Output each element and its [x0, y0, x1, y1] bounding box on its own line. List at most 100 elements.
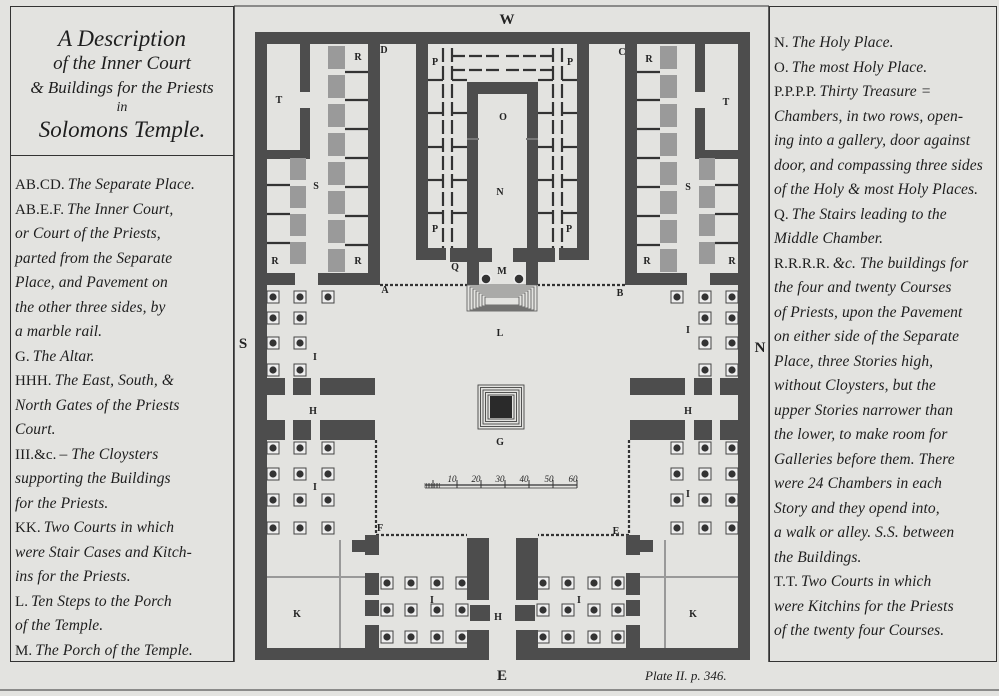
legend-text: a marble rail.: [15, 323, 103, 340]
pillar: [614, 579, 622, 587]
legend-text: the four and twenty Courses: [774, 279, 952, 296]
scale-tick-label: 50: [545, 474, 555, 484]
label-i: I: [686, 325, 690, 336]
legend-text: were Stair Cases and Kitch-: [15, 543, 192, 561]
pillar: [296, 496, 304, 504]
pillar: [407, 579, 415, 587]
pillar: [539, 606, 547, 614]
legend-text: were 24 Chambers in each: [774, 475, 942, 492]
pillar: [324, 470, 332, 478]
wall: [365, 573, 379, 595]
wall: [368, 32, 380, 285]
legend-line: AB.CD.The Separate Place.: [15, 173, 231, 198]
compass-west: W: [500, 12, 515, 28]
label-i: I: [686, 489, 690, 500]
pillar: [539, 633, 547, 641]
legend-line: Court.: [15, 418, 231, 443]
pillar: [269, 444, 277, 452]
legend-line: the Buildings.: [774, 546, 994, 571]
pillar: [564, 579, 572, 587]
stair-block: [328, 220, 345, 243]
label-i: I: [313, 482, 317, 493]
stair-block: [328, 75, 345, 98]
compass-north: N: [755, 340, 766, 356]
legend-text: Place, three Stories high,: [774, 352, 934, 370]
legend-line: O.The most Holy Place.: [774, 56, 994, 81]
plate-number: Plate II. p. 346.: [645, 668, 727, 683]
stair-block: [328, 104, 345, 127]
wall: [626, 540, 653, 552]
legend-line: parted from the Separate: [15, 247, 231, 272]
legend-line: on either side of the Separate: [774, 325, 994, 350]
pillar: [564, 606, 572, 614]
legend-text: – The Cloysters: [59, 445, 159, 463]
stair-block: [660, 46, 677, 69]
stair-block: [660, 133, 677, 156]
wall: [365, 600, 379, 616]
legend-text: Galleries before them. There: [774, 450, 955, 468]
legend-line: upper Stories narrower than: [774, 399, 994, 424]
legend-text: The Stairs leading to the: [791, 205, 947, 223]
wall: [502, 82, 538, 94]
legend-text: of Priests, upon the Pavement: [774, 303, 963, 321]
legend-line: Chambers, in two rows, open-: [774, 105, 994, 130]
stair-block: [660, 104, 677, 127]
label-t: T: [276, 95, 283, 106]
wall: [720, 420, 750, 440]
pillar: [324, 293, 332, 301]
legend-line: Q.The Stairs leading to the: [774, 203, 994, 228]
label-p: P: [432, 57, 438, 68]
stair-block: [660, 191, 677, 214]
label-s: S: [685, 182, 691, 193]
legend-line: a marble rail.: [15, 320, 231, 345]
wall: [416, 44, 428, 260]
scale-bar: 10 20 30 40 50 60: [425, 474, 578, 489]
stair-block: [660, 249, 677, 272]
legend-line: AB.E.F.The Inner Court,: [15, 198, 231, 223]
stair-block: [290, 214, 306, 236]
stair-block: [660, 162, 677, 185]
wall: [255, 648, 467, 660]
pillar: [564, 633, 572, 641]
legend-line: or Court of the Priests,: [15, 222, 231, 247]
label-i: I: [577, 595, 581, 606]
wall: [293, 420, 311, 440]
label-g: G: [496, 437, 504, 448]
legend-line: L.Ten Steps to the Porch: [15, 590, 231, 615]
pillar: [701, 314, 709, 322]
stair-block: [328, 162, 345, 185]
porch-step: [472, 288, 532, 310]
pillar: [269, 524, 277, 532]
wall: [467, 82, 478, 262]
legend-text: of the twenty four Courses.: [774, 622, 945, 639]
label-l: L: [497, 328, 504, 339]
porch-step: [484, 296, 520, 306]
legend-text: supporting the Buildings: [15, 470, 171, 487]
pillar: [590, 579, 598, 587]
legend-text: a walk or alley. S.S. between: [774, 524, 955, 541]
label-b: B: [617, 288, 624, 299]
pillar: [673, 293, 681, 301]
legend-text: of the Holy & most Holy Places.: [774, 181, 979, 198]
pillar: [433, 633, 441, 641]
pillar: [728, 444, 736, 452]
title-line: in: [116, 100, 128, 115]
wall: [559, 248, 589, 260]
legend-text: Court.: [15, 421, 56, 438]
pillar: [269, 366, 277, 374]
legend-line: N.The Holy Place.: [774, 31, 994, 56]
legend-line: G.The Altar.: [15, 345, 231, 370]
wall: [626, 573, 640, 595]
pillar: [269, 496, 277, 504]
altar-step: [480, 387, 522, 427]
altar-step: [477, 384, 525, 430]
wall: [694, 420, 712, 440]
pillar: [590, 633, 598, 641]
wall: [720, 378, 750, 395]
legend-key: KK.: [15, 520, 41, 536]
legend-line: the lower, to make room for: [774, 423, 994, 448]
legend-line: ins for the Priests.: [15, 565, 231, 590]
wall: [625, 32, 637, 285]
wall: [695, 150, 738, 159]
title-line: & Buildings for the Priests: [30, 78, 214, 97]
